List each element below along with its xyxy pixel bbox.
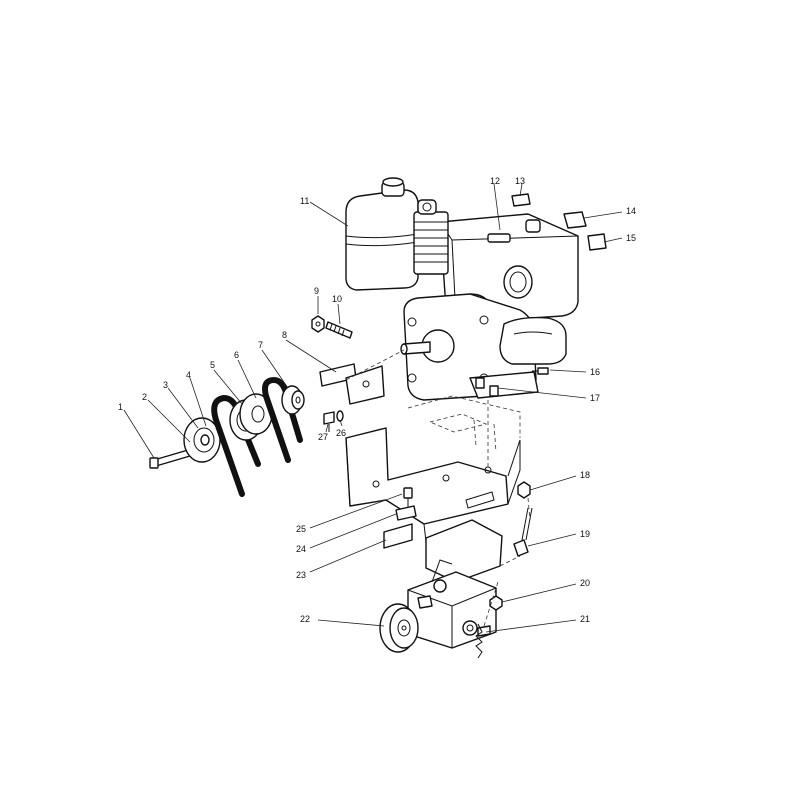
variable-pulley-6	[229, 393, 273, 441]
callout-18: 18	[580, 470, 590, 480]
callout-2: 2	[142, 392, 147, 402]
nut-20	[489, 595, 503, 611]
callout-14: 14	[626, 206, 636, 216]
callout-25: 25	[296, 524, 306, 534]
nut-9	[311, 315, 325, 333]
callout-10: 10	[332, 294, 342, 304]
bracket-8	[319, 363, 385, 405]
callout-3: 3	[163, 380, 168, 390]
callout-24: 24	[296, 544, 306, 554]
bracket-23	[383, 523, 413, 549]
callout-20: 20	[580, 578, 590, 588]
washer-26	[336, 410, 344, 422]
transmission	[407, 519, 503, 649]
pulley-belt-group	[149, 376, 305, 497]
callout-12: 12	[490, 176, 500, 186]
assembly-lines	[345, 349, 531, 567]
callouts: 1 2 3 4 5 6 7 8 9 10 11 12 13 14 15 16 1…	[118, 176, 636, 624]
pulley-half-3-4	[183, 417, 221, 463]
bolt-17	[475, 377, 499, 397]
callout-6: 6	[234, 350, 239, 360]
decal-13	[511, 193, 531, 207]
callout-1: 1	[118, 402, 123, 412]
hub-7	[281, 385, 305, 415]
spring-21	[475, 581, 499, 659]
decal-14	[563, 211, 587, 229]
callout-22: 22	[300, 614, 310, 624]
leader-lines	[123, 183, 623, 633]
callout-7: 7	[258, 340, 263, 350]
crankcase	[400, 293, 567, 401]
engine-assembly	[345, 177, 607, 401]
callout-4: 4	[186, 370, 191, 380]
callout-19: 19	[580, 529, 590, 539]
callout-11: 11	[300, 196, 309, 206]
callout-17: 17	[590, 393, 600, 403]
callout-5: 5	[210, 360, 215, 370]
decal-15	[587, 233, 607, 251]
callout-26: 26	[336, 428, 346, 438]
callout-21: 21	[580, 614, 590, 624]
callout-13: 13	[515, 176, 525, 186]
callout-8: 8	[282, 330, 287, 340]
fuel-tank	[345, 177, 419, 291]
callout-15: 15	[626, 233, 636, 243]
bolt-16	[532, 367, 549, 375]
plate-24	[395, 505, 417, 521]
fitting-19	[513, 507, 533, 557]
screw-27	[323, 411, 335, 432]
nut-18	[517, 481, 531, 499]
callout-23: 23	[296, 570, 306, 580]
bolt-1	[149, 449, 191, 469]
cylinder-fins	[413, 199, 449, 275]
input-pulley-22	[379, 603, 419, 653]
callout-9: 9	[314, 286, 319, 296]
callout-27: 27	[318, 432, 328, 442]
stud-10	[325, 321, 353, 339]
callout-16: 16	[590, 367, 600, 377]
